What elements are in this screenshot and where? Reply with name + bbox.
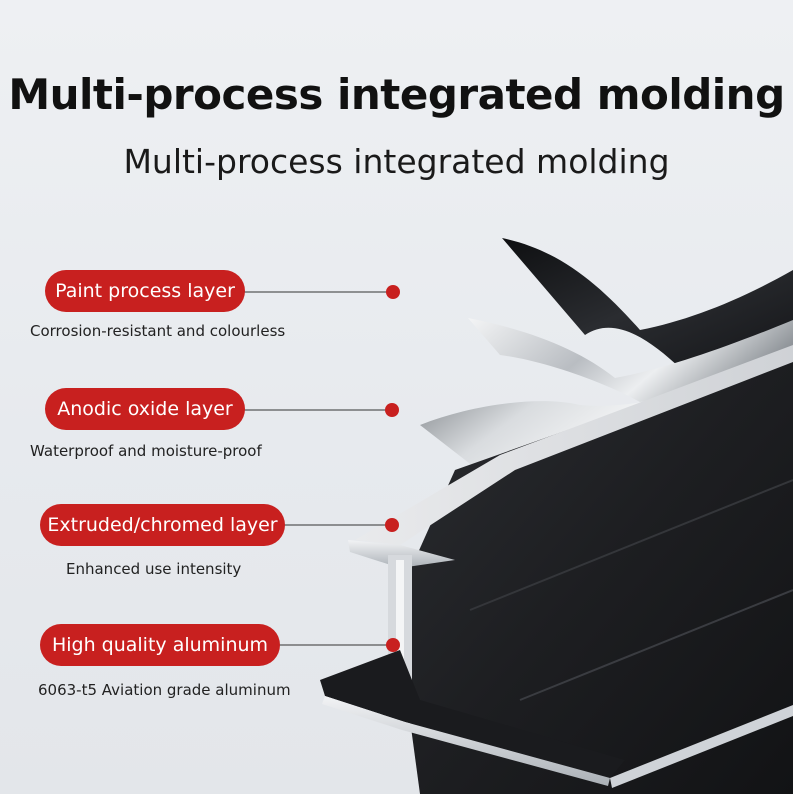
red-dot-icon [385,518,399,532]
layer-label-anodic: Anodic oxide layer [45,388,245,430]
profile-right-edge [610,705,793,788]
red-dot-icon [386,638,400,652]
page-title: Multi-process integrated molding [8,70,785,119]
layer-label-aluminum: High quality aluminum [40,624,280,666]
profile-top-face [355,345,793,545]
profile-flange-top-edge [348,540,455,568]
layer-label-paint: Paint process layer [45,270,245,312]
profile-bottom-flange [320,650,625,778]
profile-groove-line [519,589,793,701]
page-subtitle: Multi-process integrated molding [123,142,670,181]
red-dot-icon [386,285,400,299]
profile-bottom-edge [322,696,610,786]
layer-description-aluminum: 6063-t5 Aviation grade aluminum [38,681,291,699]
red-dot-icon [385,403,399,417]
layer-label-extruded: Extruded/chromed layer [40,504,285,546]
layer-description-anodic: Waterproof and moisture-proof [30,442,262,460]
profile-groove-line [469,479,793,611]
layer-description-extruded: Enhanced use intensity [66,560,242,578]
layer-description-paint: Corrosion-resistant and colourless [30,322,286,340]
paint-film-shape [502,238,793,368]
